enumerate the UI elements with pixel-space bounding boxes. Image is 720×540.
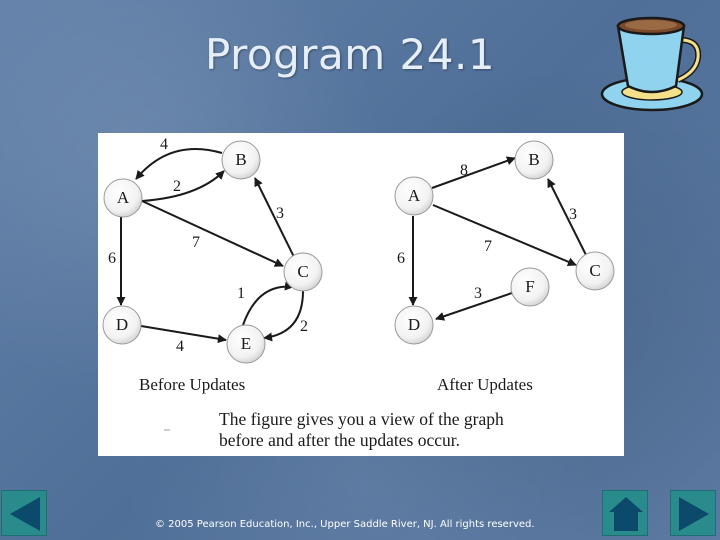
- before-caption: Before Updates: [139, 375, 246, 394]
- triangle-left-icon: [10, 497, 40, 531]
- after-edge-c-b: [547, 178, 587, 256]
- node-b: B: [221, 140, 261, 180]
- before-weight-b-a: 4: [160, 136, 168, 153]
- svg-text:C: C: [297, 262, 308, 281]
- before-weight-a-d: 6: [108, 250, 116, 267]
- before-weight-e-c: 1: [237, 285, 245, 302]
- triangle-right-icon: [679, 497, 709, 531]
- before-weight-c-e: 2: [300, 318, 308, 335]
- home-button[interactable]: [602, 490, 648, 536]
- node-d: D: [394, 305, 434, 345]
- after-weight-f-d: 3: [474, 285, 482, 302]
- svg-text:A: A: [117, 188, 130, 207]
- svg-text:D: D: [408, 315, 420, 334]
- node-b: B: [514, 140, 554, 180]
- after-caption: After Updates: [437, 375, 533, 394]
- node-c: C: [575, 251, 615, 291]
- before-edge-a-c: [141, 200, 284, 267]
- before-edge-e-c: [242, 281, 294, 326]
- home-icon: [609, 497, 643, 531]
- graph-figure: A B C D E 4 2 7 6 3: [98, 133, 624, 456]
- graph-diagram: A B C D E 4 2 7 6 3: [102, 136, 615, 431]
- slide-title: Program 24.1: [205, 30, 496, 79]
- node-a: A: [103, 178, 143, 218]
- node-d: D: [102, 305, 142, 345]
- figure-note-line: The figure gives you a view of the graph: [219, 409, 504, 429]
- figure-note: The figure gives you a view of the graph…: [219, 409, 504, 451]
- before-weight-a-c: 7: [192, 234, 200, 251]
- before-weight-a-b: 2: [173, 178, 181, 195]
- after-edge-a-b: [431, 156, 516, 189]
- after-weight-a-d: 6: [397, 250, 405, 267]
- node-f: F: [510, 267, 550, 307]
- after-edge-f-d: [435, 292, 513, 321]
- before-weight-c-b: 3: [276, 205, 284, 222]
- before-weight-d-e: 4: [176, 338, 184, 355]
- svg-text:B: B: [235, 150, 246, 169]
- figure-note-line: before and after the updates occur.: [219, 430, 460, 450]
- before-graph-nodes: A B C D E: [102, 140, 323, 364]
- node-c: C: [283, 252, 323, 292]
- before-edge-b-a: [135, 147, 223, 180]
- node-e: E: [226, 324, 266, 364]
- after-weight-a-b: 8: [460, 162, 468, 179]
- next-slide-button[interactable]: [670, 490, 716, 536]
- before-edge-d-e: [140, 325, 227, 344]
- svg-text:B: B: [528, 150, 539, 169]
- after-weight-c-b: 3: [569, 206, 577, 223]
- svg-text:F: F: [525, 277, 534, 296]
- svg-text:E: E: [241, 334, 251, 353]
- svg-text:C: C: [589, 261, 600, 280]
- before-edge-c-b: [254, 177, 295, 258]
- node-a: A: [394, 176, 434, 216]
- before-edge-a-b: [141, 170, 225, 202]
- before-edge-c-e: [263, 290, 304, 342]
- after-weight-a-c: 7: [484, 238, 492, 255]
- svg-text:D: D: [116, 315, 128, 334]
- previous-slide-button[interactable]: [1, 490, 47, 536]
- svg-text:A: A: [408, 186, 421, 205]
- after-edge-a-c: [432, 204, 577, 267]
- after-graph-nodes: A B C D F: [394, 140, 615, 345]
- copyright-text: © 2005 Pearson Education, Inc., Upper Sa…: [155, 519, 535, 530]
- coffee-cup-icon: [600, 16, 704, 112]
